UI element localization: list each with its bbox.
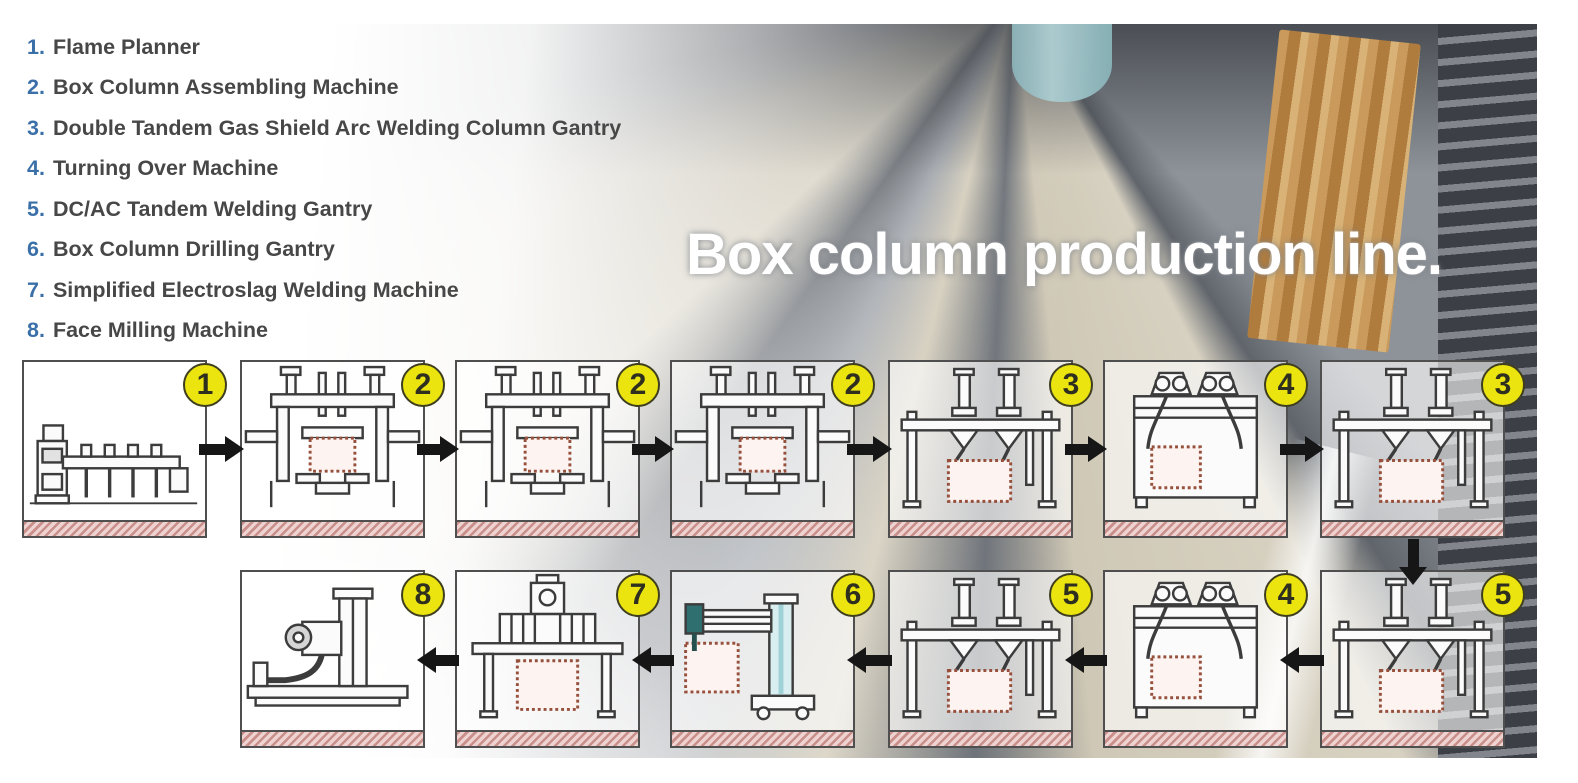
turning-over-machine-drawing xyxy=(1105,573,1286,731)
legend-item: 3. Double Tandem Gas Shield Arc Welding … xyxy=(27,108,621,149)
legend-label: Box Column Assembling Machine xyxy=(52,75,399,100)
step-badge: 2 xyxy=(401,363,445,407)
arrow-right-icon xyxy=(847,436,892,462)
legend: 1. Flame Planner 2. Box Column Assemblin… xyxy=(27,27,621,351)
flow-box-tandem-welding-gantry: 5 xyxy=(888,570,1093,748)
legend-number: 5. xyxy=(27,196,45,221)
floor-hatch xyxy=(457,520,638,536)
flow-box-arc-welding-gantry: 3 xyxy=(1320,360,1525,538)
face-milling-machine-drawing xyxy=(242,573,423,731)
drilling-gantry-drawing xyxy=(672,573,853,731)
legend-item: 2. Box Column Assembling Machine xyxy=(27,68,621,109)
legend-item: 5. DC/AC Tandem Welding Gantry xyxy=(27,189,621,230)
arrow-left-icon xyxy=(632,647,674,673)
flow-box-face-milling-machine: 8 xyxy=(240,570,445,748)
welding-gantry-drawing xyxy=(890,573,1071,731)
electroslag-welding-machine-drawing xyxy=(457,573,638,731)
legend-number: 4. xyxy=(27,156,45,181)
assembling-machine-drawing xyxy=(457,363,638,521)
legend-item: 8. Face Milling Machine xyxy=(27,311,621,352)
step-badge: 4 xyxy=(1264,363,1308,407)
page-title: Box column production line. xyxy=(686,222,1443,287)
arrow-right-icon xyxy=(199,436,244,462)
legend-item: 4. Turning Over Machine xyxy=(27,149,621,190)
legend-label: Double Tandem Gas Shield Arc Welding Col… xyxy=(52,115,622,140)
floor-hatch xyxy=(242,520,423,536)
legend-number: 6. xyxy=(27,237,45,262)
flame-planner-drawing xyxy=(24,363,205,521)
legend-number: 7. xyxy=(27,277,45,302)
step-badge: 3 xyxy=(1481,363,1525,407)
floor-hatch xyxy=(890,520,1071,536)
arrow-right-icon xyxy=(1065,436,1107,462)
floor-hatch xyxy=(1105,730,1286,746)
legend-label: Turning Over Machine xyxy=(52,156,279,181)
legend-label: Box Column Drilling Gantry xyxy=(52,237,335,262)
floor-hatch xyxy=(24,520,205,536)
step-badge: 8 xyxy=(401,573,445,617)
step-badge: 2 xyxy=(831,363,875,407)
flow-box-arc-welding-gantry: 3 xyxy=(888,360,1093,538)
step-badge: 2 xyxy=(616,363,660,407)
turning-over-machine-drawing xyxy=(1105,363,1286,521)
flow-box-electroslag-welding-machine: 7 xyxy=(455,570,660,748)
legend-item: 6. Box Column Drilling Gantry xyxy=(27,230,621,271)
step-badge: 6 xyxy=(831,573,875,617)
flow-box-assembling-machine: 2 xyxy=(670,360,875,538)
welding-gantry-drawing xyxy=(1322,363,1503,521)
legend-number: 8. xyxy=(27,318,45,343)
welding-gantry-drawing xyxy=(890,363,1071,521)
welding-gantry-drawing xyxy=(1322,573,1503,731)
arrow-right-icon xyxy=(417,436,459,462)
step-badge: 5 xyxy=(1481,573,1525,617)
legend-number: 3. xyxy=(27,115,45,140)
floor-hatch xyxy=(890,730,1071,746)
step-badge: 3 xyxy=(1049,363,1093,407)
floor-hatch xyxy=(242,730,423,746)
legend-label: DC/AC Tandem Welding Gantry xyxy=(52,196,373,221)
floor-hatch xyxy=(457,730,638,746)
legend-number: 2. xyxy=(27,75,45,100)
flow-box-turning-over-machine: 4 xyxy=(1103,360,1308,538)
flow-box-drilling-gantry: 6 xyxy=(670,570,875,748)
flow-box-tandem-welding-gantry: 5 xyxy=(1320,570,1525,748)
flow-box-flame-planner: 1 xyxy=(22,360,227,538)
arrow-right-icon xyxy=(1280,436,1324,462)
step-badge: 1 xyxy=(183,363,227,407)
flow-box-assembling-machine: 2 xyxy=(240,360,445,538)
assembling-machine-drawing xyxy=(672,363,853,521)
floor-hatch xyxy=(1322,730,1503,746)
floor-hatch xyxy=(672,520,853,536)
floor-hatch xyxy=(672,730,853,746)
flow-box-turning-over-machine: 4 xyxy=(1103,570,1308,748)
arrow-down-icon xyxy=(1399,539,1427,585)
floor-hatch xyxy=(1105,520,1286,536)
legend-label: Face Milling Machine xyxy=(52,318,268,343)
legend-label: Simplified Electroslag Welding Machine xyxy=(52,277,459,302)
legend-label: Flame Planner xyxy=(52,34,200,59)
legend-number: 1. xyxy=(27,34,45,59)
photo-teal-cylinder xyxy=(1012,24,1112,102)
arrow-right-icon xyxy=(632,436,674,462)
arrow-left-icon xyxy=(847,647,892,673)
step-badge: 7 xyxy=(616,573,660,617)
flow-box-assembling-machine: 2 xyxy=(455,360,660,538)
arrow-left-icon xyxy=(417,647,459,673)
legend-item: 1. Flame Planner xyxy=(27,27,621,68)
arrow-left-icon xyxy=(1065,647,1107,673)
step-badge: 4 xyxy=(1264,573,1308,617)
assembling-machine-drawing xyxy=(242,363,423,521)
legend-item: 7. Simplified Electroslag Welding Machin… xyxy=(27,270,621,311)
arrow-left-icon xyxy=(1280,647,1324,673)
step-badge: 5 xyxy=(1049,573,1093,617)
floor-hatch xyxy=(1322,520,1503,536)
